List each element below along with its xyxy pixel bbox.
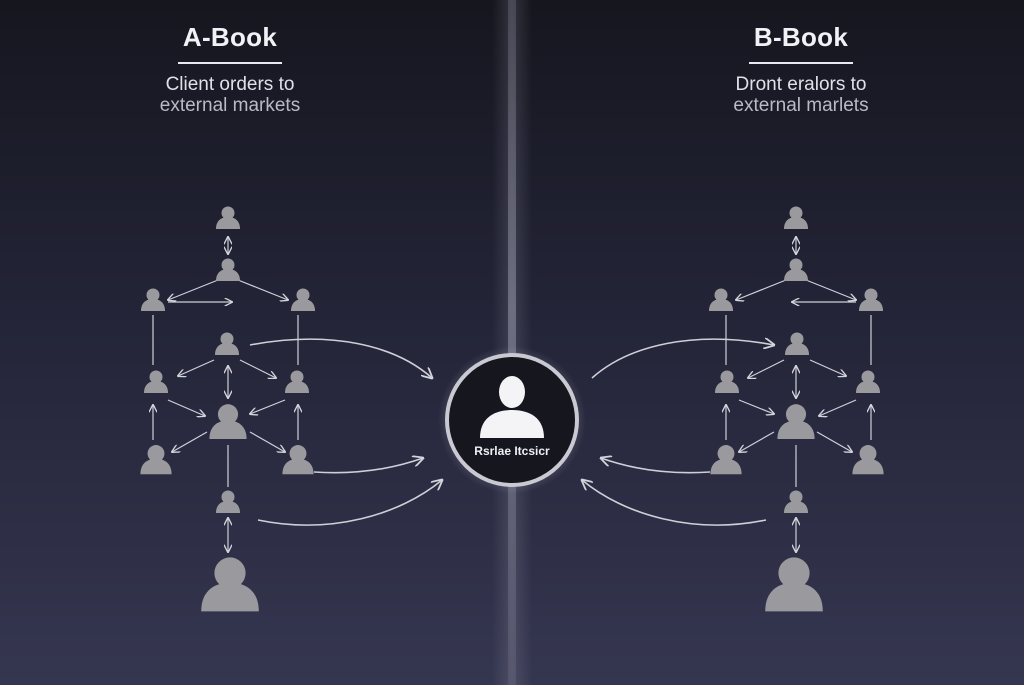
connector-arrow [736, 279, 787, 300]
person-icon [856, 370, 880, 393]
b-book-network [582, 237, 871, 552]
a-book-subtitle-line2: external markets [159, 95, 301, 116]
order-flow-arrow [249, 338, 432, 378]
connector-arrow [816, 431, 852, 452]
connector-arrow [250, 399, 286, 414]
connector-arrow [178, 359, 215, 376]
connector-arrow [168, 279, 219, 300]
person-icon [784, 258, 808, 281]
a-book-panel: A-Book Client orders to external markets [80, 22, 380, 116]
person-icon [285, 370, 309, 393]
person-icon [784, 206, 808, 229]
person-icon [215, 332, 239, 355]
order-flow-arrow [591, 339, 774, 379]
person-icon [209, 404, 247, 440]
person-icon [144, 370, 168, 393]
person-icon [201, 557, 259, 612]
connector-arrow [738, 399, 774, 414]
connector-arrow [237, 279, 288, 300]
a-book-subtitle: Client orders to external markets [80, 74, 380, 116]
person-icon [715, 370, 739, 393]
hub-label: Rsrlae Itcsicr [474, 444, 550, 458]
person-icon [785, 332, 809, 355]
b-book-title-underline [749, 62, 853, 64]
order-flow-arrow [313, 458, 423, 474]
person-icon [765, 557, 823, 612]
connector-arrow [172, 431, 208, 452]
person-icon [777, 404, 815, 440]
connector-arrow [748, 359, 785, 378]
person-icon [141, 288, 165, 311]
b-book-panel: B-Book Dront eralors to external marlets [512, 0, 1024, 685]
a-book-network [153, 237, 442, 552]
person-icon [852, 445, 884, 475]
b-book-title: B-Book [753, 22, 849, 52]
a-book-subtitle-line1: Client orders to [165, 74, 295, 95]
center-light-divider [492, 0, 532, 685]
a-book-title-underline [178, 62, 282, 64]
a-book-title: A-Book [182, 22, 278, 52]
person-icon [784, 490, 808, 513]
connector-arrow [239, 359, 276, 378]
connector-arrow [249, 431, 285, 452]
person-icon [216, 206, 240, 229]
b-book-subtitle: Dront eralors to external marlets [651, 74, 951, 116]
connector-arrow [809, 359, 846, 376]
person-icon [216, 258, 240, 281]
order-flow-arrow [257, 480, 442, 526]
person-icon [709, 288, 733, 311]
order-flow-arrow [582, 480, 767, 526]
person-icon [282, 445, 314, 475]
b-book-subtitle-line1: Dront eralors to [735, 74, 867, 95]
b-book-subtitle-line2: external marlets [733, 95, 869, 116]
order-flow-arrow [601, 458, 711, 474]
connector-arrow [819, 399, 857, 416]
connector-arrow [739, 431, 775, 452]
person-icon [216, 490, 240, 513]
center-divider-core [508, 0, 516, 685]
person-icon [859, 288, 883, 311]
person-icon [140, 445, 172, 475]
person-icon [291, 288, 315, 311]
connector-arrow [805, 279, 856, 300]
person-icon [710, 445, 742, 475]
connector-arrow [167, 399, 205, 416]
person-icon [480, 376, 544, 438]
central-hub [438, 346, 586, 494]
